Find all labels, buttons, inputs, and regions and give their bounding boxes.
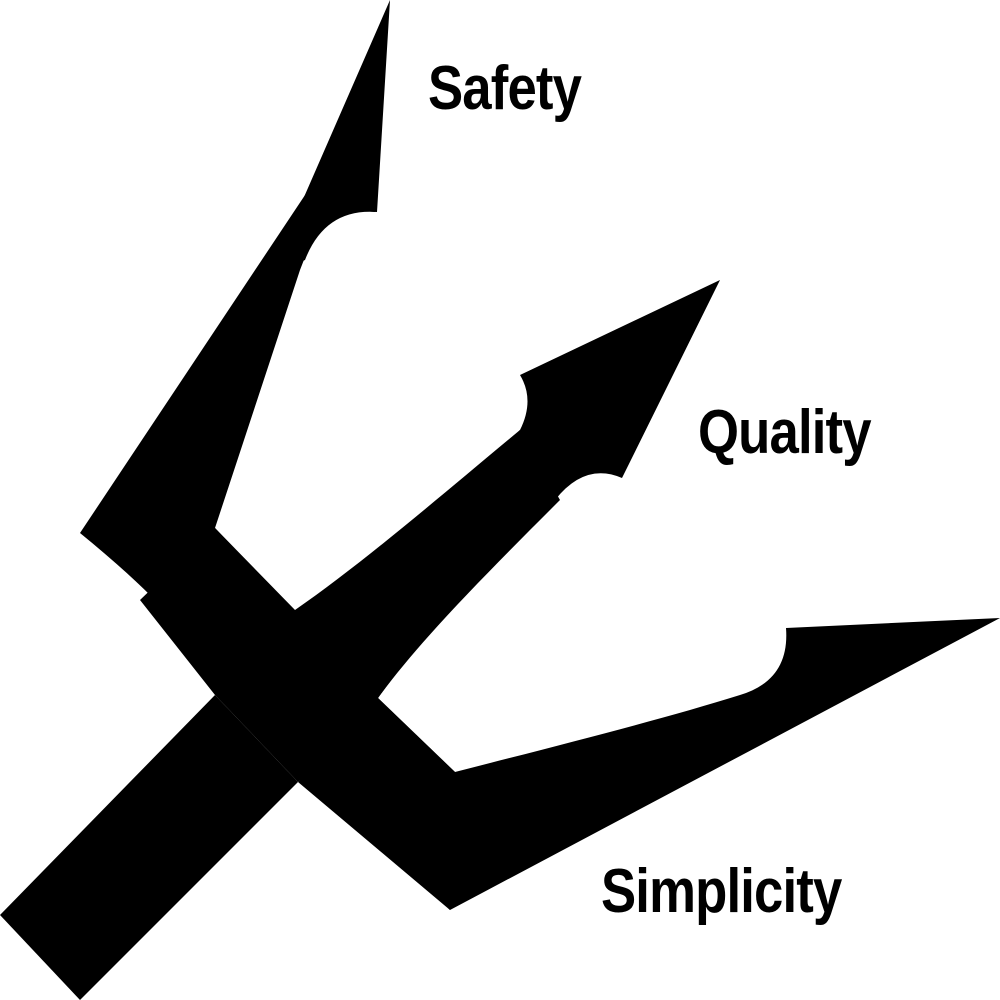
label-quality: Quality — [698, 398, 872, 467]
label-simplicity: Simplicity — [601, 857, 842, 926]
trident-hub — [140, 528, 378, 782]
trident-handle — [0, 695, 298, 1000]
trident-bottom-prong — [298, 618, 1000, 910]
trident-middle-prong — [295, 280, 720, 698]
trident-top-prong-head — [270, 0, 390, 275]
label-safety: Safety — [428, 54, 582, 123]
